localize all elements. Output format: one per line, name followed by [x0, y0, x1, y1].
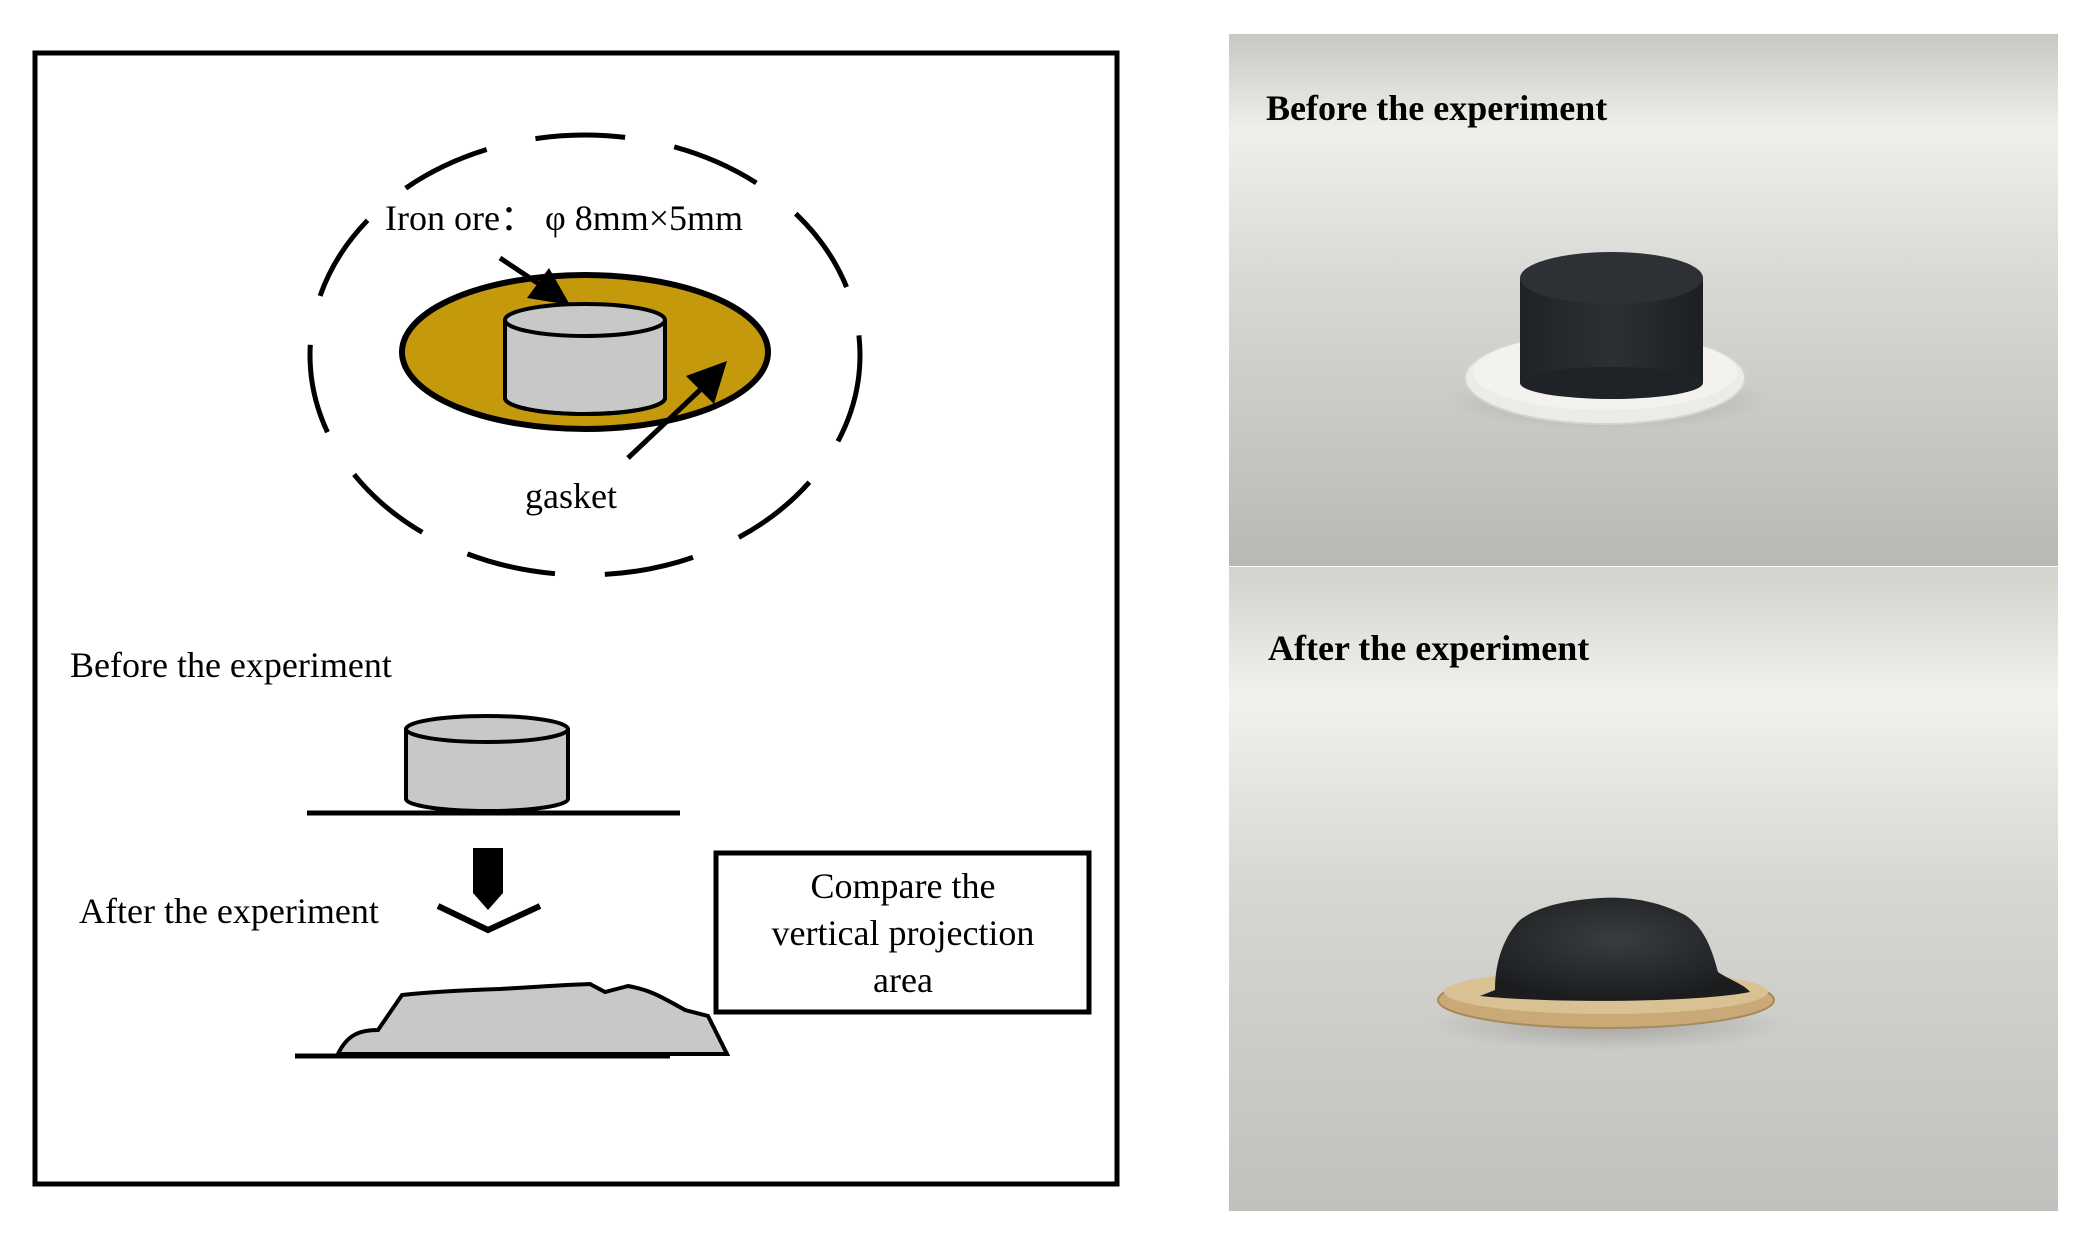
iron-ore-arrow [498, 255, 570, 305]
compare-box-line1: Compare the [811, 866, 996, 906]
after-experiment-label: After the experiment [79, 891, 379, 931]
photo-after-caption: After the experiment [1268, 628, 1589, 668]
schematic-panel: Iron ore： φ 8mm×5mm gasket Before the ex… [32, 50, 1120, 1187]
after-sample-shape [334, 981, 731, 1056]
iron-ore-cylinder [503, 302, 667, 416]
black-ore-cylinder [1520, 252, 1703, 399]
deformed-ore-blob [1480, 897, 1750, 1001]
photo-before-caption: Before the experiment [1266, 88, 1607, 128]
photo-before: Before the experiment [1229, 34, 2058, 566]
before-experiment-label: Before the experiment [70, 645, 392, 685]
gasket-arrow [626, 361, 727, 460]
photo-after: After the experiment [1229, 567, 2058, 1211]
down-arrow-icon [436, 848, 542, 934]
gasket-label: gasket [525, 476, 617, 516]
compare-box-line3: area [873, 960, 933, 1000]
dashed-boundary-ellipse [307, 132, 863, 578]
before-sample-cylinder [404, 714, 570, 813]
compare-box: Compare the vertical projection area [713, 850, 1092, 1015]
iron-ore-label: Iron ore： φ 8mm×5mm [385, 198, 743, 238]
compare-box-line2: vertical projection [772, 913, 1035, 953]
